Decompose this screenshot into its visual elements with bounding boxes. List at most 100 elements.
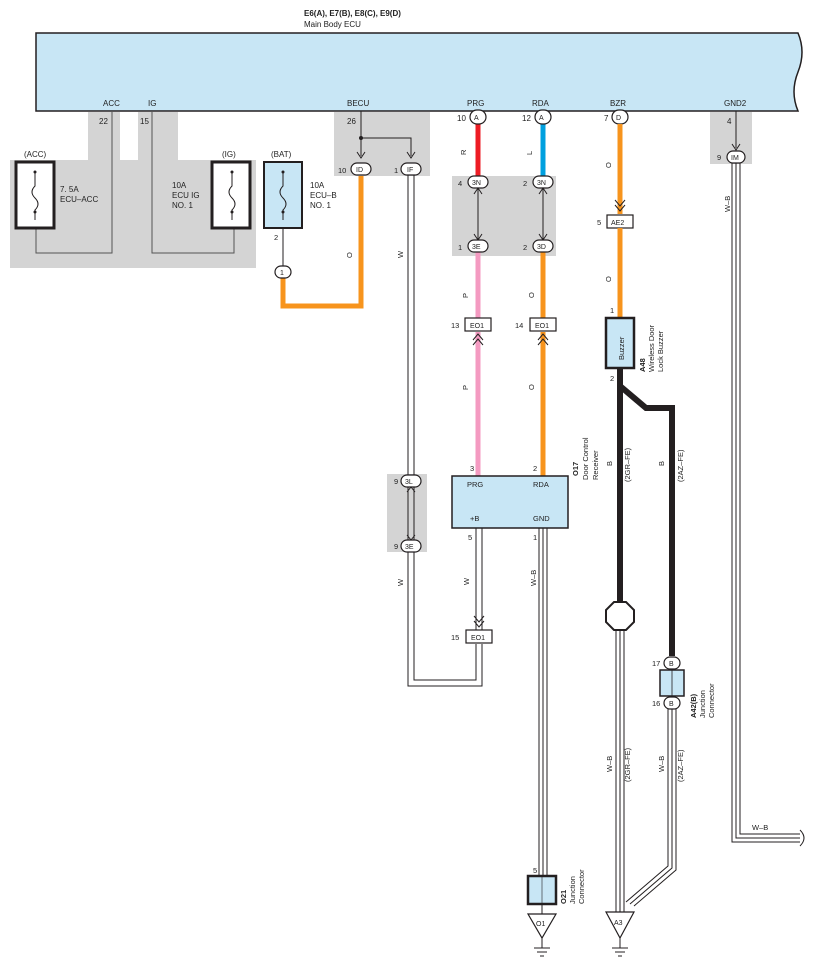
engine-label-2gr-upper: (2GR–FE) <box>623 447 632 482</box>
conn-3e-w-pin: 9 <box>394 542 398 551</box>
pin-prg-label: PRG <box>467 99 484 108</box>
wire-label-o-bzr-upper: O <box>604 162 613 168</box>
conn-id-label: ID <box>356 167 363 174</box>
pin-becu-number: 26 <box>347 117 356 126</box>
conn-prg-eo1-label: EO1 <box>470 323 484 330</box>
wire-label-o-rda-lower: O <box>527 384 536 390</box>
pin-gnd2-label: GND2 <box>724 99 747 108</box>
main-body-ecu-box <box>35 32 803 112</box>
pin-gnd2-number: 4 <box>727 117 732 126</box>
conn-rda-3n-label: 3N <box>537 180 546 187</box>
conn-eo1-15-label: EO1 <box>471 635 485 642</box>
receiver-label-prg: PRG <box>467 480 483 489</box>
engine-label-2gr-lower: (2GR–FE) <box>623 747 632 782</box>
buzzer-code: A48 <box>638 358 647 372</box>
conn-if <box>400 162 422 176</box>
fuse-bat-name1: ECU–B <box>310 191 337 200</box>
ground-a3-icon <box>604 911 636 940</box>
conn-a42-17 <box>663 656 681 670</box>
wire-label-wb-2gr: W–B <box>605 756 614 772</box>
pin-bzr-number: 7 <box>604 114 609 123</box>
fuse-acc-tag: (ACC) <box>24 150 47 159</box>
wire-wb-2gr <box>615 630 625 912</box>
receiver-pin-gnd: 1 <box>533 533 537 542</box>
conn-id <box>350 162 372 176</box>
conn-3e-w <box>400 539 422 553</box>
conn-rda-3d-label: 3D <box>537 244 546 251</box>
conn-eo1-15 <box>465 629 493 644</box>
conn-3l-label: 3L <box>405 479 413 486</box>
wire-label-wb-gnd2-horizontal: W–B <box>752 823 768 832</box>
splice-1-label: 1 <box>280 270 284 277</box>
wire-white-becu <box>407 175 483 687</box>
wire-label-o-rda-upper: O <box>527 292 536 298</box>
junction-a42-name2: Connector <box>707 683 716 718</box>
conn-rda-eo1 <box>529 317 557 332</box>
receiver-pin-b: 5 <box>468 533 472 542</box>
conn-eo1-15-pin: 15 <box>451 633 459 642</box>
ground-o1-icon <box>526 913 558 940</box>
conn-prg-eo1-pin: 13 <box>451 321 459 330</box>
ground-o1-label: O1 <box>536 921 545 928</box>
conn-prg-a <box>469 109 487 125</box>
conn-a42-16-label: B <box>669 701 674 708</box>
conn-rda-3n-pin: 2 <box>523 179 527 188</box>
wire-orange-becu <box>280 176 364 309</box>
conn-im-label: IM <box>731 155 739 162</box>
pin-becu-label: BECU <box>347 99 369 108</box>
ground-a3-label: A3 <box>614 920 623 927</box>
engine-label-2az-upper: (2AZ–FE) <box>676 449 685 482</box>
conn-rda-a <box>534 109 552 125</box>
conn-rda-3d <box>532 239 554 253</box>
buzzer-name2: Lock Buzzer <box>656 330 665 372</box>
buzzer-pin-bottom: 2 <box>610 374 614 383</box>
conn-if-label: IF <box>407 167 413 174</box>
receiver-name2: Receiver <box>591 450 600 480</box>
conn-prg-3e <box>467 239 489 253</box>
fuse-ig-icon <box>228 172 236 220</box>
ground-a3-symbol <box>612 938 628 957</box>
wire-label-w-plusb: W <box>462 577 471 585</box>
buzzer-label: Buzzer <box>617 336 626 360</box>
pin-rda-number: 12 <box>522 114 531 123</box>
splice-1 <box>274 265 292 279</box>
junction-a42-code: A42(B) <box>689 693 698 718</box>
pin-rda-label: RDA <box>532 99 550 108</box>
fuse-acc-rating: 7. 5A <box>60 185 79 194</box>
junction-o21-pin: 5 <box>533 866 537 875</box>
pin-ig-number: 15 <box>140 117 149 126</box>
wire-label-w-becu: W <box>396 250 405 258</box>
ground-o1-symbol <box>534 938 550 957</box>
receiver-code: O17 <box>571 462 580 476</box>
junction-o21-code: O21 <box>559 890 568 904</box>
fuse-bat-pin: 2 <box>274 233 278 242</box>
fuse-ig-name1: ECU IG <box>172 191 200 200</box>
wire-white-plus-b <box>475 528 483 630</box>
conn-a42-17-label: B <box>669 661 674 668</box>
conn-rda-3d-pin: 2 <box>523 243 527 252</box>
wire-wb-2az <box>625 709 677 907</box>
conn-id-pin: 10 <box>338 166 346 175</box>
conn-ae2-label: AE2 <box>611 220 624 227</box>
conn-prg-3e-pin: 1 <box>458 243 462 252</box>
wire-label-p-upper: P <box>461 293 470 298</box>
pin-ig-label: IG <box>148 99 156 108</box>
fuse-wiring <box>35 111 235 254</box>
conn-prg-a-label: A <box>474 115 479 122</box>
fuse-bat-rating: 10A <box>310 181 325 190</box>
pin-acc-label: ACC <box>103 99 120 108</box>
fuse-bat-tag: (BAT) <box>271 150 292 159</box>
engine-label-2az-lower: (2AZ–FE) <box>676 749 685 782</box>
wire-label-wb-receiver: W–B <box>529 570 538 586</box>
conn-rda-eo1-label: EO1 <box>535 323 549 330</box>
conn-im-pin: 9 <box>717 153 721 162</box>
door-control-receiver-box <box>451 475 569 529</box>
junction-a42-name1: Junction <box>698 690 707 718</box>
pin-prg-number: 10 <box>457 114 466 123</box>
conn-3l-pin: 9 <box>394 477 398 486</box>
splice-octagon <box>605 601 635 631</box>
conn-prg-3e-label: 3E <box>472 244 481 251</box>
wire-label-r: R <box>459 149 468 155</box>
fuse-bat-icon <box>279 172 287 220</box>
